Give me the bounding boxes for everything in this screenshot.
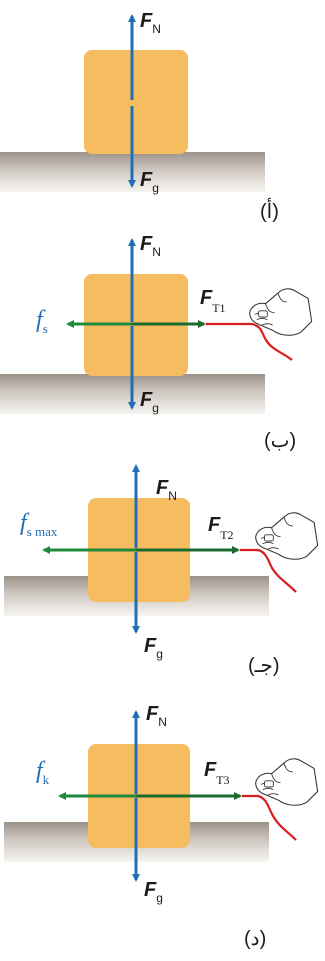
string-c [240,548,297,593]
hand-icon [255,758,319,806]
block-a [84,50,188,154]
gravity-force-label-d: Fg [144,879,163,905]
gravity-force-label-a: Fg [140,169,159,195]
hand-icon [255,512,319,560]
caption-b: (ب) [264,430,296,452]
caption-d: (د) [244,928,266,950]
caption-c: (جـ) [248,655,280,677]
tension-force-label-d: FT3 [204,759,230,787]
panel-d: FN Fg FT3 fk (د) [4,703,319,950]
normal-force-label-d: FN [146,703,167,729]
normal-force-label-c: FN [156,477,177,503]
normal-force-label-b: FN [140,233,161,259]
tension-force-label-c: FT2 [208,514,234,542]
gravity-force-label-c: Fg [144,635,163,661]
tension-force-label-b: FT1 [200,287,226,315]
panel-a: FN Fg (أ) [0,10,279,223]
friction-force-label-c: fs max [20,510,58,539]
friction-force-label-d: fk [36,758,50,787]
panel-c: FN Fg FT2 fs max (جـ) [4,464,319,677]
normal-force-label-a: FN [140,10,161,36]
caption-a: (أ) [260,197,279,223]
string-d [242,794,297,841]
gravity-force-label-b: Fg [140,389,159,415]
friction-force-label-b: fs [36,307,48,336]
string-b [206,322,293,361]
panel-b: FN Fg FT1 fs (ب) [0,233,313,452]
